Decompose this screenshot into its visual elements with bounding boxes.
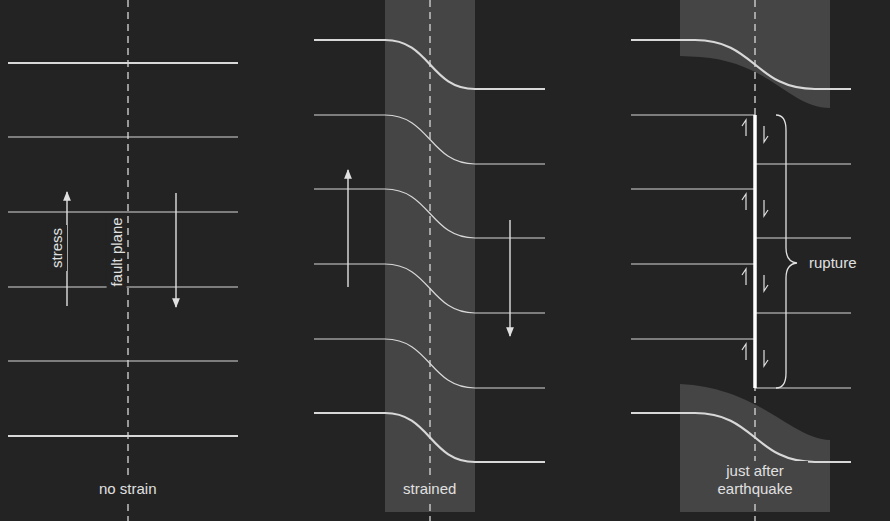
fault-dash	[754, 0, 755, 521]
slip-harpoons	[742, 120, 768, 366]
panel-caption: strained	[400, 479, 459, 499]
panel-caption: no strain	[96, 479, 160, 499]
stress-label: stress	[47, 225, 67, 271]
strata-lines	[631, 40, 851, 462]
rupture-label: rupture	[806, 253, 860, 273]
fault-dash	[127, 0, 128, 521]
stress-arrow	[175, 193, 176, 307]
panel-caption: just after earthquake	[702, 461, 808, 499]
fault-dash	[429, 0, 430, 521]
rupture-bracket	[776, 115, 797, 388]
stress-arrow	[509, 220, 510, 336]
strata-lines	[8, 63, 238, 436]
rupture-line	[753, 115, 757, 388]
strata-curves	[314, 40, 545, 462]
stress-arrow	[347, 170, 348, 287]
fault-plane-label: fault plane	[107, 214, 127, 289]
